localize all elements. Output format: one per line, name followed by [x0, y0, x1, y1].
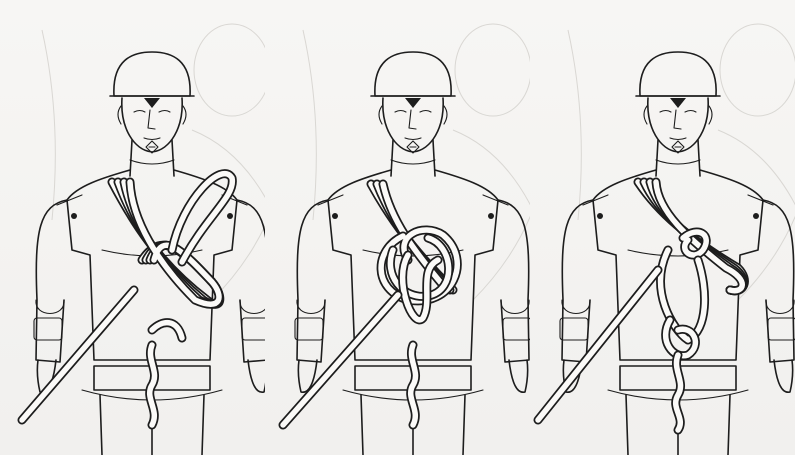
nose	[674, 110, 681, 129]
left-cuff	[34, 318, 62, 340]
left-cuff	[560, 318, 588, 340]
rope-tie-in	[411, 345, 416, 425]
nose	[409, 110, 416, 129]
left-cuff	[295, 318, 323, 340]
rope-end	[152, 323, 182, 338]
right-hand	[774, 360, 793, 392]
rope-wrap	[403, 255, 438, 320]
eyes	[660, 111, 696, 113]
eyes	[395, 111, 431, 113]
right-hand	[509, 360, 528, 392]
right-cuff	[768, 318, 795, 340]
rope-coil	[283, 184, 457, 425]
rope-tie-in	[150, 345, 155, 425]
background-sketch	[568, 24, 795, 300]
climber-figure-step-2	[265, 0, 530, 455]
mouth	[670, 138, 686, 140]
right-arm	[237, 200, 265, 362]
climber-figure-step-1	[0, 0, 265, 455]
right-cuff	[503, 318, 530, 340]
climber-figure-step-3	[530, 0, 795, 455]
rope-tie-in	[676, 355, 681, 430]
mouth	[144, 138, 160, 140]
right-cuff	[242, 318, 265, 340]
nose	[148, 110, 155, 129]
right-hand	[248, 360, 265, 392]
rope-coil	[22, 174, 232, 425]
mouth	[405, 138, 421, 140]
eyes	[134, 111, 170, 113]
